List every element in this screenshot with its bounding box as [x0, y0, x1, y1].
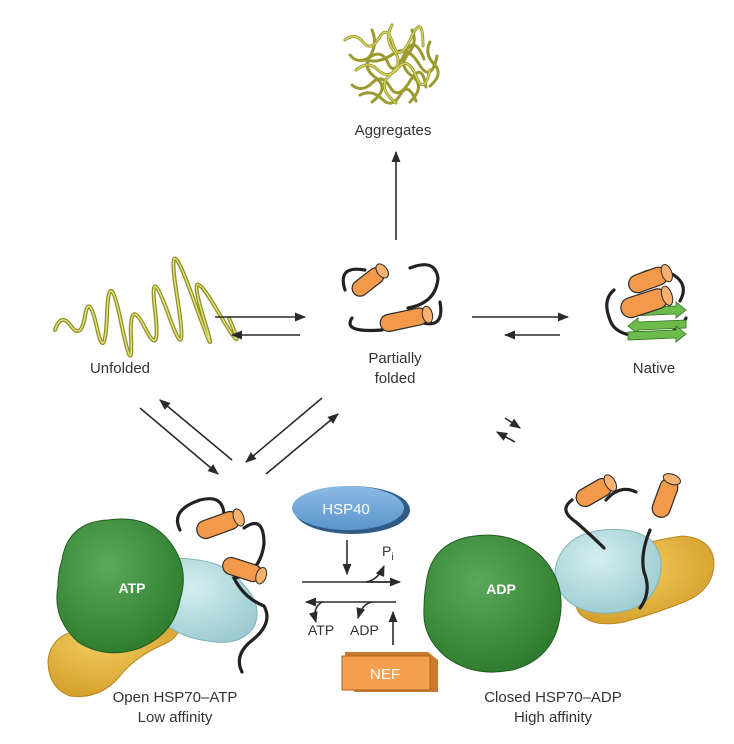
open-hsp70-atp: [47, 497, 269, 698]
arrow-hsp70-to-unfolded: [159, 399, 233, 461]
native-label: Native: [633, 360, 676, 377]
aggregates-highlight: [344, 24, 431, 104]
arrow-small-return: [496, 431, 516, 443]
closed-nbd-green: [423, 534, 562, 673]
closed-caption-line1: Closed HSP70–ADP: [484, 689, 622, 706]
unfolded-label: Unfolded: [90, 360, 150, 377]
partially-folded-label-line2: folded: [375, 370, 416, 387]
nef-factor: [341, 652, 438, 692]
hsp40-label: HSP40: [322, 501, 370, 518]
closed-nucleotide-label: ADP: [486, 581, 516, 597]
closed-caption-line2: High affinity: [514, 709, 593, 726]
aggregates-label: Aggregates: [355, 122, 432, 139]
atp-label: ATP: [308, 622, 334, 638]
closed-sbd-lightblue: [554, 528, 662, 614]
adp-label: ADP: [350, 622, 379, 638]
open-caption-line2: Low affinity: [138, 709, 213, 726]
open-nbd-green: [56, 518, 184, 654]
arrow-unfolded-to-hsp70: [139, 407, 219, 475]
nef-label: NEF: [370, 666, 400, 683]
arrow-small-release: [504, 417, 521, 429]
partially-folded-protein: [341, 263, 443, 333]
arrow-hsp70-to-partial: [265, 413, 339, 475]
unfolded-chain: [53, 256, 239, 358]
arrow-adp-released: [356, 601, 373, 620]
native-protein: [605, 264, 688, 343]
hsp40-cochaperone: [292, 486, 410, 534]
open-caption-line1: Open HSP70–ATP: [113, 689, 238, 706]
pi-label: Pi: [382, 543, 394, 563]
closed-hsp70-adp: [423, 473, 715, 673]
partially-folded-label-line1: Partially: [368, 350, 422, 367]
open-nucleotide-label: ATP: [119, 580, 146, 596]
arrow-partial-to-hsp70: [245, 397, 323, 463]
aggregates-cluster: [343, 23, 440, 105]
arrow-atp-binds: [308, 601, 323, 624]
